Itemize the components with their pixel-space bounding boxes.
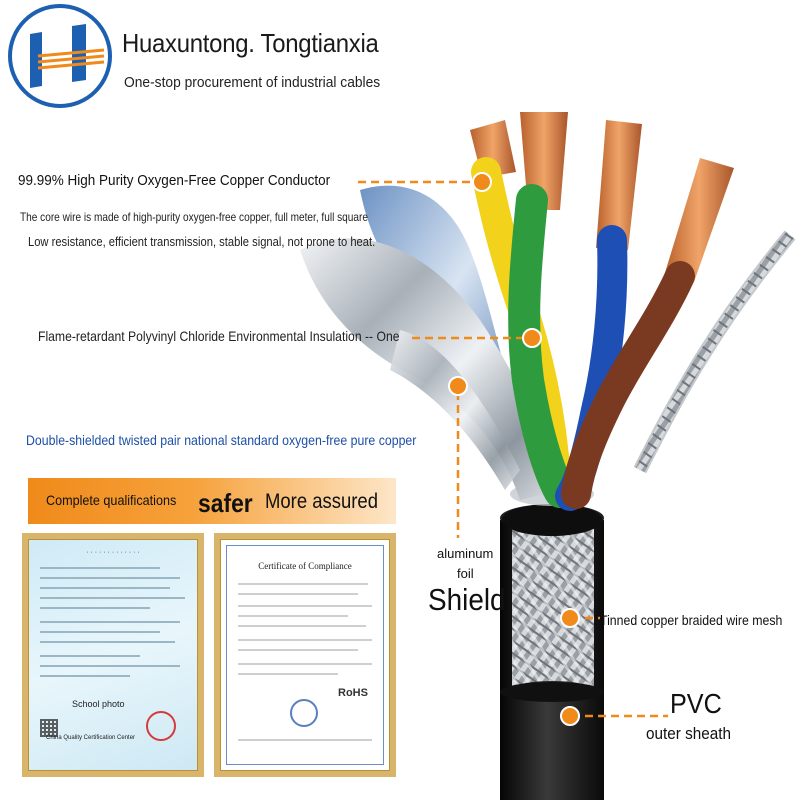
brand-tagline: One-stop procurement of industrial cable…: [124, 74, 381, 91]
banner-qualifications: Complete qualifications: [46, 492, 177, 508]
callout-dot-copper: [472, 172, 492, 192]
label-aluminum: aluminum: [437, 546, 494, 561]
banner-more-assured: More assured: [265, 490, 378, 513]
callout-dot-braid: [560, 608, 580, 628]
callout-dot-sheath: [560, 706, 580, 726]
certificate-photo-label: School photo: [72, 699, 125, 709]
red-seal-icon: [146, 711, 176, 741]
banner-safer: safer: [198, 488, 253, 518]
conductor-description: The core wire is made of high-purity oxy…: [20, 210, 368, 224]
conductor-benefit: Low resistance, efficient transmission, …: [28, 234, 376, 249]
brand-name: Huaxuntong. Tongtianxia: [122, 28, 379, 58]
brand-logo-icon: [8, 4, 112, 108]
certificate-ccc-heading: · · · · · · · · · · · · ·: [86, 549, 140, 556]
certificate-ccc: · · · · · · · · · · · · · School photo C…: [22, 533, 204, 777]
label-foil: foil: [457, 566, 474, 581]
pvc-sheath: [500, 520, 604, 800]
certificate-issuer: China Quality Certification Center: [46, 735, 136, 741]
callout-dot-foil: [448, 376, 468, 396]
shielding-note: Double-shielded twisted pair national st…: [26, 432, 417, 448]
label-shield: Shield: [428, 582, 506, 617]
insulation-label: Flame-retardant Polyvinyl Chloride Envir…: [38, 328, 400, 344]
rohs-mark: RoHS: [338, 687, 368, 699]
conductor-title: 99.99% High Purity Oxygen-Free Copper Co…: [18, 172, 331, 189]
blue-seal-icon: [290, 699, 318, 727]
label-braid: Tinned copper braided wire mesh: [600, 612, 783, 628]
label-outer-sheath: outer sheath: [646, 724, 732, 743]
label-pvc: PVC: [670, 688, 722, 719]
qr-code-icon: [40, 719, 58, 737]
certificate-compliance-title: Certificate of Compliance: [258, 561, 352, 571]
certificate-compliance: Certificate of Compliance RoHS: [214, 533, 396, 777]
qualification-banner: [28, 478, 396, 524]
callout-dot-insulation: [522, 328, 542, 348]
